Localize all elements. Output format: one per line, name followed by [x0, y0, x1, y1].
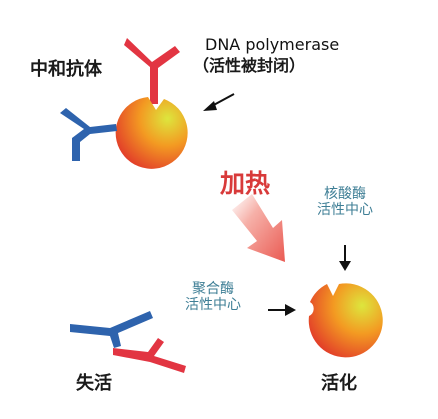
pointer-arrow-nuclease	[339, 245, 351, 271]
pointer-arrow-polymerase	[268, 304, 296, 316]
label-polymerase-site: 聚合酶 活性中心	[181, 281, 245, 313]
heat-arrow-icon	[232, 194, 285, 262]
blue-antibody-left	[60, 108, 117, 161]
label-neutralizing-antibody: 中和抗体	[30, 59, 102, 80]
enzyme-top	[115, 97, 188, 169]
label-nuclease-site: 核酸酶 活性中心	[313, 186, 377, 218]
label-activated: 活化	[321, 373, 357, 394]
blue-antibody-bottom	[70, 311, 153, 348]
label-inactivated: 失活	[76, 373, 112, 394]
pointer-arrow-top	[203, 93, 235, 111]
label-polymerase-site-line2: 活性中心	[185, 297, 241, 314]
label-nuclease-site-line1: 核酸酶	[324, 186, 366, 202]
red-antibody-top	[124, 38, 180, 104]
label-polymerase-site-line1: 聚合酶	[192, 281, 234, 297]
label-nuclease-site-line2: 活性中心	[317, 202, 373, 219]
label-heat: 加热	[220, 169, 271, 198]
label-activity-blocked: （活性被封闭）	[193, 56, 306, 75]
label-dna-polymerase: DNA polymerase	[205, 35, 340, 54]
enzyme-bottom	[308, 283, 383, 358]
red-antibody-bottom	[113, 338, 186, 373]
